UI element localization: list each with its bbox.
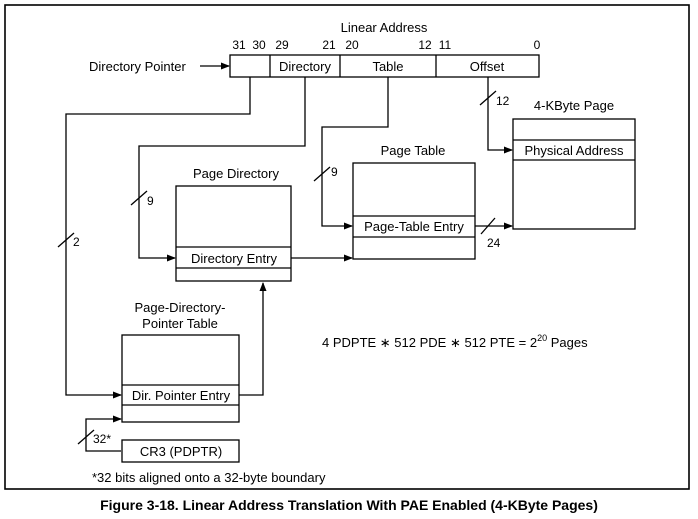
bit-11: 11 xyxy=(439,38,452,52)
pages-formula: 4 PDPTE ∗ 512 PDE ∗ 512 PTE = 220 Pages xyxy=(322,333,588,350)
pointer-width-label: 2 xyxy=(73,235,80,249)
directory-entry: Directory Entry xyxy=(191,251,277,266)
directory-connector xyxy=(138,77,306,262)
bit-21: 21 xyxy=(322,38,336,52)
linear-address-register xyxy=(229,54,540,78)
page-table-box xyxy=(352,162,476,260)
directory-field: Directory xyxy=(279,59,332,74)
linear-address-label: Linear Address xyxy=(341,20,428,35)
figure-frame xyxy=(4,4,690,490)
table-field: Table xyxy=(372,59,403,74)
offset-field: Offset xyxy=(470,59,505,74)
offset-width-label: 12 xyxy=(496,94,510,108)
pdpt-box xyxy=(121,334,240,423)
cr3-connector xyxy=(85,415,122,452)
pdpt-title-line1: Page-Directory- xyxy=(134,300,225,315)
offset-width-slash xyxy=(479,90,497,106)
bit-30: 30 xyxy=(252,38,266,52)
page-table-entry: Page-Table Entry xyxy=(364,219,464,234)
bit-0: 0 xyxy=(534,38,541,52)
cr3-width-slash xyxy=(77,429,95,445)
pdpt-to-dir-connector xyxy=(239,282,267,396)
page-directory-title: Page Directory xyxy=(193,166,279,181)
pointer-width-slash xyxy=(57,232,75,248)
offset-connector xyxy=(487,77,513,154)
physical-address-entry: Physical Address xyxy=(525,143,624,158)
figure-caption: Figure 3-18. Linear Address Translation … xyxy=(100,497,598,513)
pointer-connector xyxy=(65,77,251,399)
table-connector xyxy=(321,77,389,230)
page-4k-title: 4-KByte Page xyxy=(534,98,614,113)
page-table-title: Page Table xyxy=(381,143,446,158)
cr3-label: CR3 (PDPTR) xyxy=(140,444,222,459)
directory-width-label: 9 xyxy=(147,194,154,208)
directory-width-slash xyxy=(130,190,148,206)
footnote: *32 bits aligned onto a 32-byte boundary xyxy=(92,470,326,485)
cr3-width-label: 32* xyxy=(93,432,111,446)
dir-pointer-entry: Dir. Pointer Entry xyxy=(132,388,231,403)
page-directory-box xyxy=(175,185,292,282)
bit-12: 12 xyxy=(418,38,432,52)
table-width-slash xyxy=(313,166,331,182)
frame-width-label: 24 xyxy=(487,236,501,250)
bit-29: 29 xyxy=(275,38,289,52)
frame-width-slash xyxy=(480,217,496,235)
directory-pointer-label: Directory Pointer xyxy=(89,59,186,74)
table-width-label: 9 xyxy=(331,165,338,179)
bit-31: 31 xyxy=(232,38,246,52)
pdpt-title-line2: Pointer Table xyxy=(142,316,218,331)
bit-20: 20 xyxy=(345,38,359,52)
page-4k-box xyxy=(512,118,636,230)
cr3-box xyxy=(121,439,240,463)
